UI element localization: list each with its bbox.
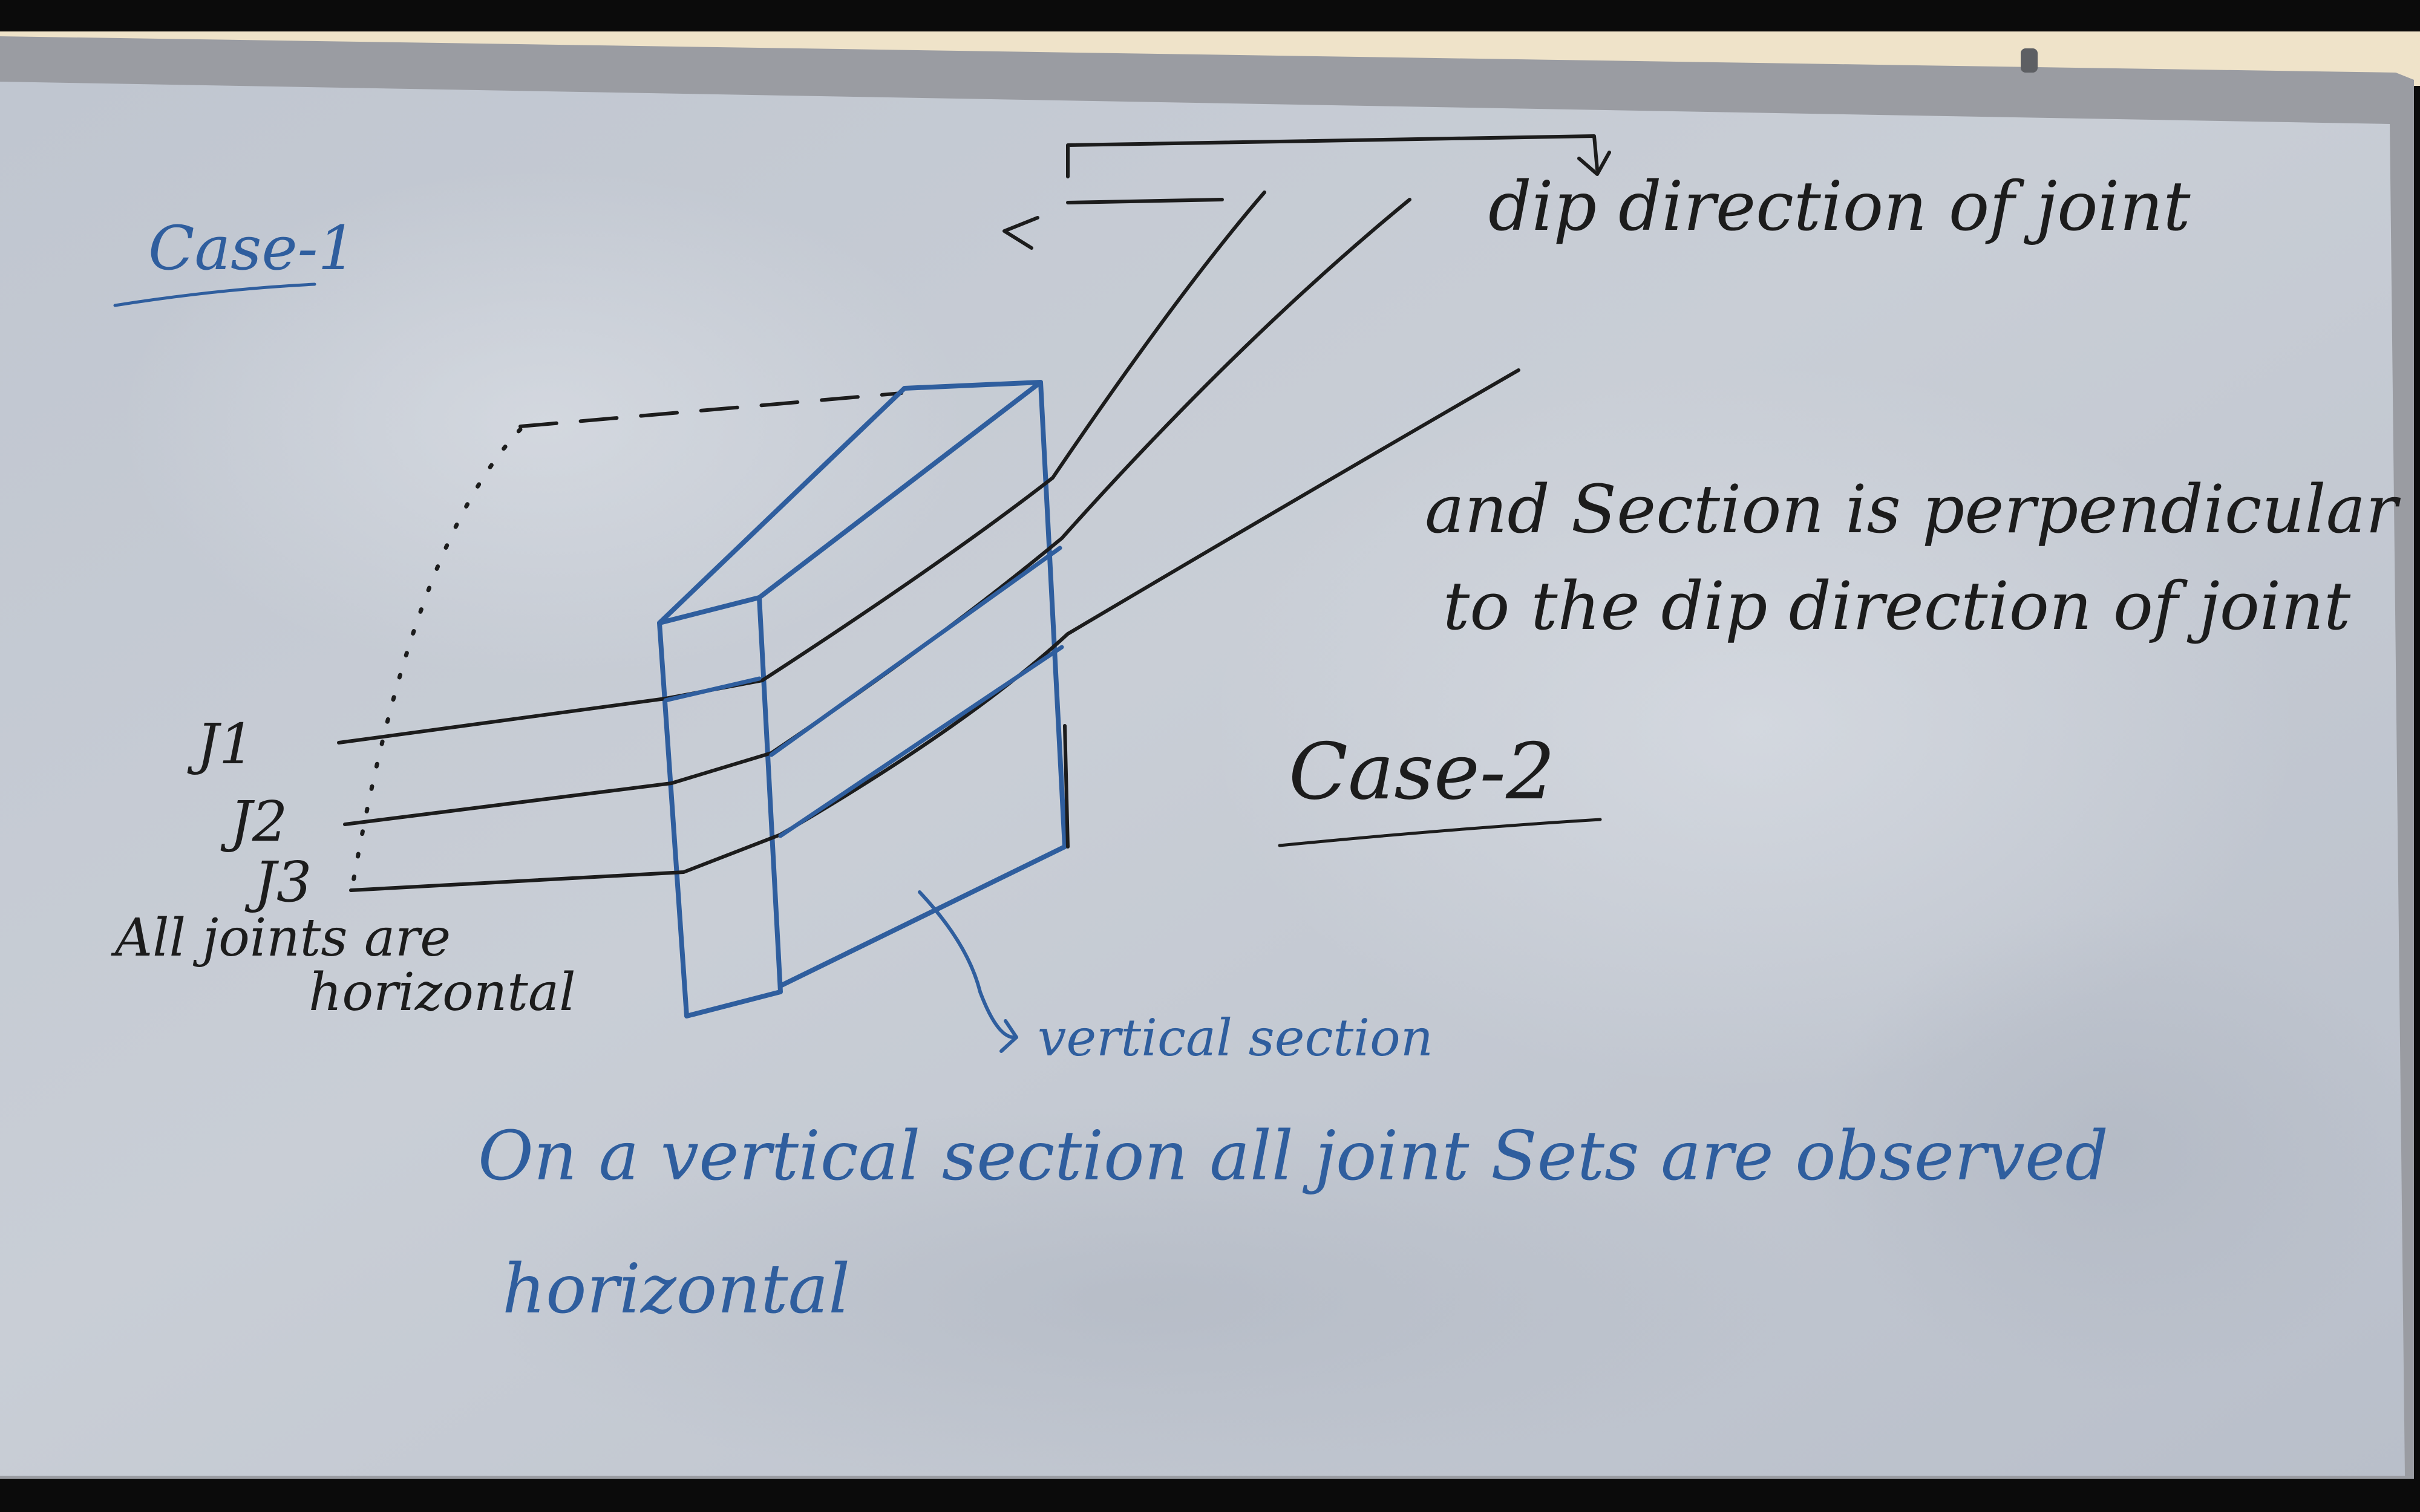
top-black-band: [0, 0, 2420, 31]
joint-line-j2-blue: [769, 546, 1062, 757]
dotted-arc: [348, 427, 523, 898]
vertical-section-label: vertical section: [1038, 1008, 1433, 1067]
dip-direction-arrow-left: [1066, 198, 1224, 204]
horizontal-note-line2: horizontal: [309, 962, 576, 1023]
board-smudge: [1210, 363, 2299, 1089]
observation-line2: horizontal: [502, 1250, 850, 1329]
joint-line-j1-blue: [663, 676, 762, 703]
dip-direction-label: dip direction of joint: [1488, 168, 2191, 246]
joint-label-j2: J2: [220, 789, 287, 854]
block-front-face: [657, 595, 783, 1018]
block-right-face: [778, 380, 1067, 988]
observation-line1: On a vertical section all joint Sets are…: [478, 1117, 2108, 1196]
dip-direction-arrowhead-right: [1577, 151, 1611, 176]
dip-direction-arrowhead-left: [1002, 216, 1039, 250]
block-top-face: [657, 380, 1043, 625]
joint-line-j3-blue: [778, 645, 1064, 838]
frame-clip: [2021, 48, 2038, 73]
vertical-section-arrow: [918, 890, 1018, 1040]
case1-label: Case-1: [148, 213, 356, 284]
block-edge-mark: [1063, 724, 1070, 849]
joint-line-j3: [349, 368, 1520, 892]
board-smudge: [484, 1107, 1815, 1494]
joint-label-j1: J1: [187, 712, 254, 777]
vertical-section-arrowhead: [999, 1019, 1018, 1053]
case1-underline: [113, 282, 316, 307]
case2-label: Case-2: [1289, 727, 1555, 817]
dip-direction-bracket: [1066, 134, 1599, 178]
block-diagram: [113, 134, 1611, 1053]
board-smudge: [1815, 907, 2420, 1391]
horizontal-note-line1: All joints are: [111, 908, 451, 968]
joint-label-j3: J3: [244, 850, 312, 914]
case2-underline: [1278, 818, 1602, 847]
dashed-top-edge: [518, 391, 903, 428]
section-note-line1: and Section is perpendicular: [1425, 471, 2401, 548]
joint-line-j1: [337, 191, 1266, 745]
bottom-black-band: [0, 1479, 2420, 1512]
section-note-line2: to the dip direction of joint: [1443, 567, 2351, 645]
